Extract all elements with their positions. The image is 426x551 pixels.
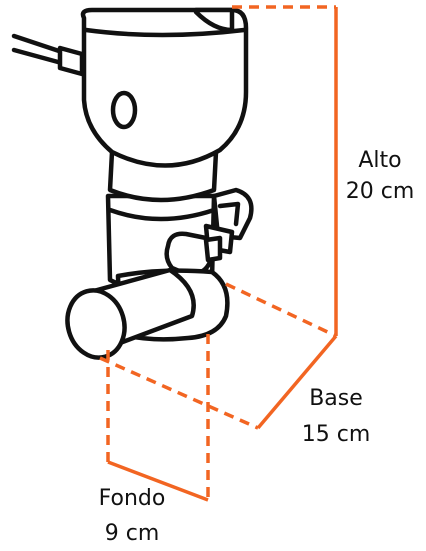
switch-button — [110, 90, 138, 130]
dimension-labels: Alto 20 cm Base 15 cm Fondo 9 cm — [99, 148, 415, 546]
depth-value: 9 cm — [105, 521, 160, 546]
width-front-reference-line — [99, 356, 259, 430]
collet-cylinder — [65, 267, 196, 360]
height-value: 20 cm — [346, 179, 415, 204]
adjustment-knob-shaft — [203, 235, 223, 263]
clamp-lever — [203, 187, 254, 255]
width-value: 15 cm — [302, 422, 371, 447]
width-dimension-line — [256, 334, 338, 430]
adjustment-knob — [164, 231, 215, 277]
router-top-vent — [193, 7, 235, 33]
router-base-band — [107, 207, 217, 222]
depth-dimension-line — [107, 460, 209, 502]
dimension-lines — [99, 5, 338, 502]
power-cord — [11, 33, 85, 77]
height-label: Alto — [358, 148, 401, 173]
depth-label: Fondo — [99, 486, 166, 511]
height-bottom-reference-line — [225, 282, 337, 338]
router-illustration — [11, 7, 254, 360]
router-top-cap — [83, 27, 247, 38]
width-label: Base — [309, 386, 363, 411]
